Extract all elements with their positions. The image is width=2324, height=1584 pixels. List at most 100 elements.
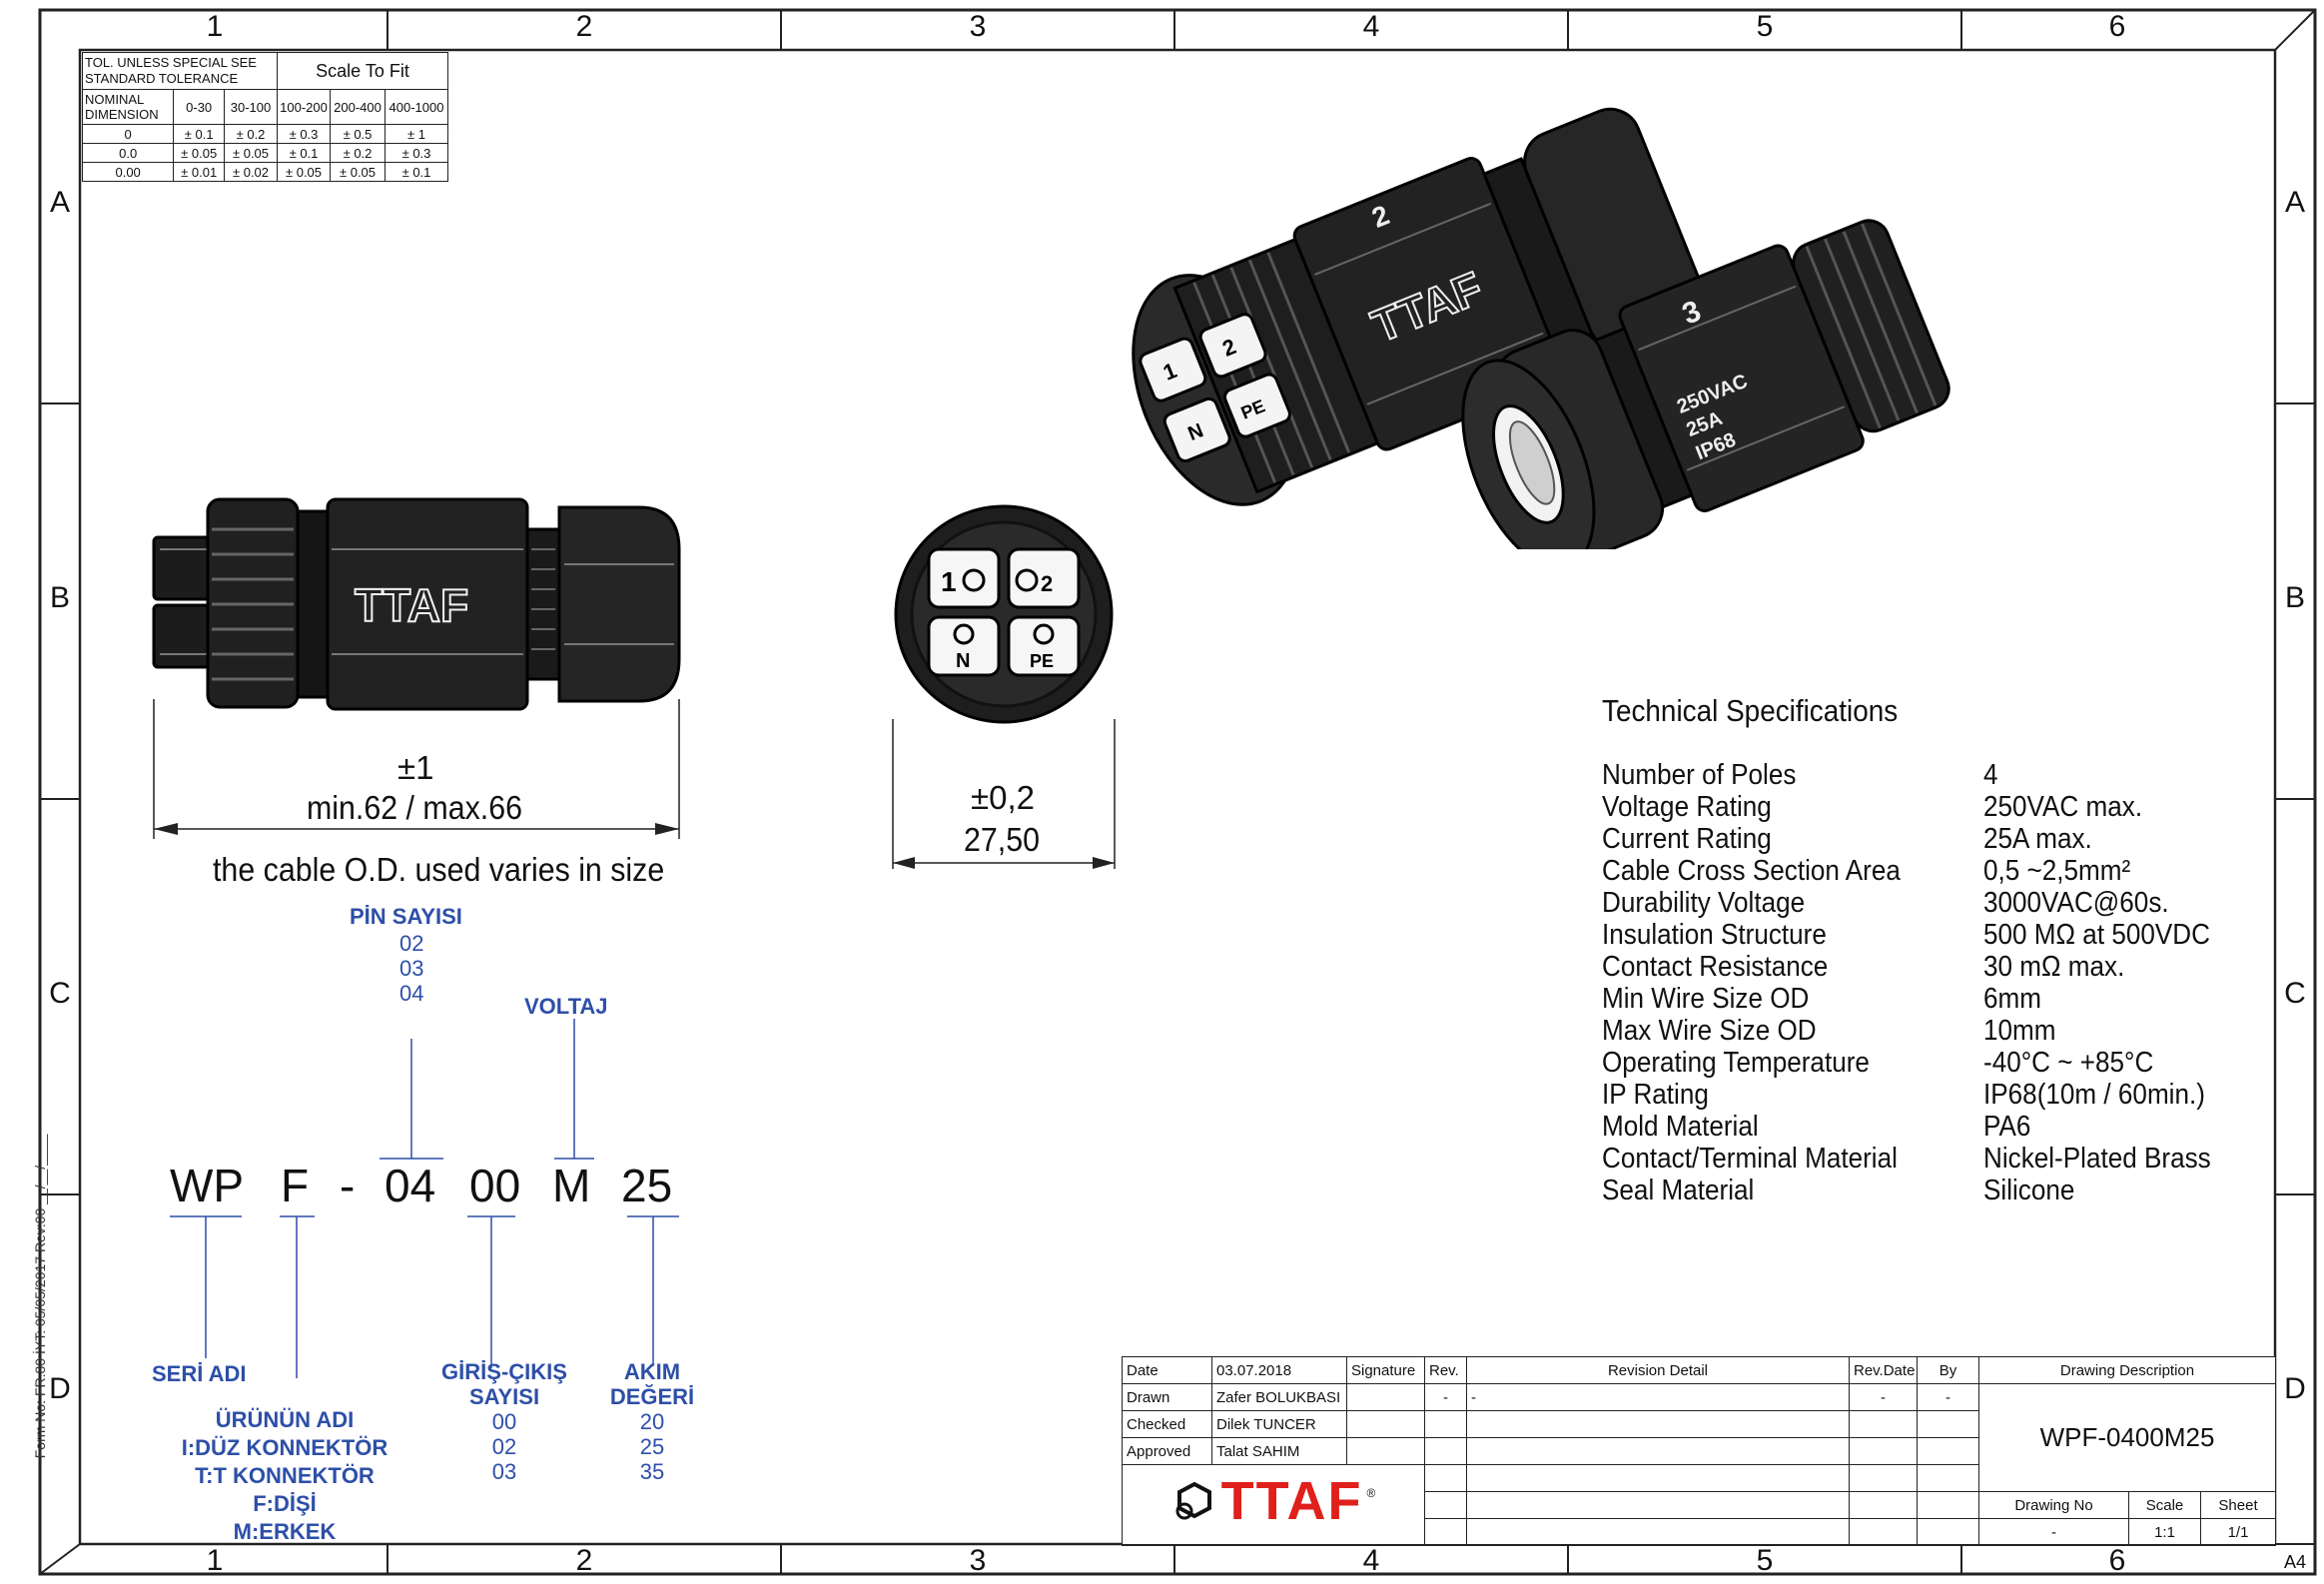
column-label-5: 5	[1756, 10, 1774, 43]
tol-cell: ± 0.2	[224, 124, 278, 144]
product-value: I:DÜZ KONNEKTÖR	[181, 1435, 388, 1460]
io-title-line: GİRİŞ-ÇIKIŞ	[441, 1359, 567, 1384]
spec-value: 10mm	[1983, 1015, 2056, 1047]
column-label-4: 4	[1362, 10, 1380, 43]
spec-value: 3000VAC@60s.	[1983, 887, 2169, 919]
product-value: F:DİŞİ	[253, 1491, 317, 1516]
side-dim-value: min.62 / max.66	[307, 789, 522, 826]
tolerance-table: TOL. UNLESS SPECIAL SEE STANDARD TOLERAN…	[81, 52, 448, 182]
io-value: 00	[491, 1409, 517, 1434]
scale-value: 1:1	[2128, 1518, 2201, 1546]
paper-size: A4	[2283, 1552, 2307, 1572]
tol-cell: ± 0.05	[330, 162, 386, 182]
current-value: 25	[639, 1434, 665, 1459]
by-value: -	[1917, 1383, 1979, 1411]
spec-value: 30 mΩ max.	[1983, 951, 2125, 983]
range-cell: 200-400	[330, 89, 386, 125]
rev-date-value: -	[1849, 1383, 1918, 1411]
spec-label: Max Wire Size OD	[1602, 1015, 1817, 1047]
column-label-3-bottom: 3	[969, 1544, 987, 1577]
io-block: GİRİŞ-ÇIKIŞ SAYISI 00 02 03	[419, 1359, 589, 1484]
drawing-no-label: Drawing No	[1978, 1491, 2129, 1519]
code-leader-lines	[170, 1019, 679, 1378]
spec-label: Min Wire Size OD	[1602, 983, 1810, 1015]
code-dash: -	[340, 1160, 356, 1211]
range-cell: 100-200	[277, 89, 331, 125]
logo-text: TTAF	[1220, 1470, 1363, 1531]
spec-label: IP Rating	[1602, 1079, 1709, 1111]
spec-label: Number of Poles	[1602, 759, 1797, 791]
logo-registered: ®	[1366, 1486, 1376, 1500]
dim-cell: 0	[81, 124, 175, 144]
range-cell: 0-30	[173, 89, 226, 125]
dim-cell: 0.0	[81, 143, 175, 163]
date-value: 03.07.2018	[1211, 1356, 1347, 1384]
tol-cell: ± 0.02	[224, 162, 278, 182]
tolerance-row: 0.00 ± 0.01 ± 0.02 ± 0.05 ± 0.05 ± 0.1	[81, 162, 448, 182]
current-block: AKIM DEĞERİ 20 25 35	[597, 1359, 707, 1484]
spec-value: -40°C ~ +85°C	[1983, 1047, 2154, 1079]
spec-value: Silicone	[1983, 1175, 2075, 1206]
spec-label: Cable Cross Section Area	[1602, 855, 1901, 887]
column-label-1-bottom: 1	[206, 1544, 224, 1577]
front-pin-n-label: N	[956, 650, 970, 672]
side-brand-logo: TTAF	[355, 579, 468, 631]
spec-value: Nickel-Plated Brass	[1983, 1143, 2211, 1175]
checked-by: Dilek TUNCER	[1211, 1410, 1347, 1438]
current-value: 20	[639, 1409, 665, 1434]
dim-cell: 0.00	[81, 162, 175, 182]
nominal-dimension-label: NOMINAL DIMENSION	[81, 89, 175, 125]
code-product: F	[281, 1160, 310, 1211]
tol-cell: ± 0.05	[224, 143, 278, 163]
spec-label: Seal Material	[1602, 1175, 1755, 1206]
front-dim-tolerance: ±0,2	[971, 779, 1035, 816]
spec-label: Insulation Structure	[1602, 919, 1827, 951]
sheet-label: Sheet	[2199, 1491, 2277, 1519]
tol-cell: ± 0.1	[385, 162, 448, 182]
drawing-description-header: Drawing Description	[1977, 1356, 2277, 1384]
pin-count-value: 03	[399, 956, 424, 981]
spec-label: Operating Temperature	[1602, 1047, 1870, 1079]
column-label-6-bottom: 6	[2108, 1544, 2126, 1577]
front-pin-pe-label: PE	[1030, 651, 1054, 671]
row-label-d: D	[49, 1372, 71, 1405]
row-label-d-right: D	[2284, 1372, 2306, 1405]
column-label-2-bottom: 2	[575, 1544, 593, 1577]
company-logo: TTAF ®	[1122, 1464, 1425, 1546]
front-dim-value: 27,50	[964, 821, 1040, 858]
specs-labels: Number of Poles Voltage Rating Current R…	[1602, 759, 1901, 1206]
spec-label: Current Rating	[1602, 823, 1772, 855]
front-dimension-lines	[892, 719, 1116, 869]
column-label-4-bottom: 4	[1362, 1544, 1380, 1577]
column-label-3: 3	[969, 10, 987, 43]
side-dimension-lines	[153, 699, 680, 839]
rev-date-header: Rev.Date	[1849, 1356, 1918, 1384]
front-pin-2-label: 2	[1041, 571, 1053, 596]
drawing-no-value: -	[1978, 1518, 2129, 1546]
checked-label: Checked	[1122, 1410, 1212, 1438]
sheet-value: 1/1	[2199, 1518, 2277, 1546]
product-value: T:T KONNEKTÖR	[195, 1463, 375, 1488]
row-label-a: A	[49, 186, 70, 219]
column-label-2: 2	[575, 10, 593, 43]
spec-value: 6mm	[1983, 983, 2042, 1015]
product-block: ÜRÜNÜN ADI I:DÜZ KONNEKTÖR T:T KONNEKTÖR…	[150, 1406, 419, 1546]
product-value: M:ERKEK	[233, 1519, 337, 1544]
code-io: 00	[469, 1160, 521, 1211]
tol-cell: ± 0.2	[330, 143, 386, 163]
by-header: By	[1917, 1356, 1979, 1384]
isometric-views: 1 2 N PE TTAF 2 3 250VAC 25A IP68	[1132, 107, 1950, 549]
approved-by: Talat SAHIM	[1211, 1437, 1347, 1465]
rev-header: Rev.	[1424, 1356, 1467, 1384]
side-view-drawing: TTAF	[152, 497, 681, 711]
front-pin-1-label: 1	[941, 566, 957, 597]
code-voltage: M	[552, 1160, 591, 1211]
io-value: 02	[491, 1434, 517, 1459]
front-view-drawing: 1 2 N PE	[894, 504, 1114, 724]
spec-label: Mold Material	[1602, 1111, 1759, 1143]
tol-cell: ± 0.05	[173, 143, 226, 163]
current-value: 35	[639, 1459, 665, 1484]
code-pins: 04	[385, 1160, 436, 1211]
pin-count-title: PİN SAYISI	[350, 904, 462, 929]
voltage-title: VOLTAJ	[524, 994, 608, 1019]
